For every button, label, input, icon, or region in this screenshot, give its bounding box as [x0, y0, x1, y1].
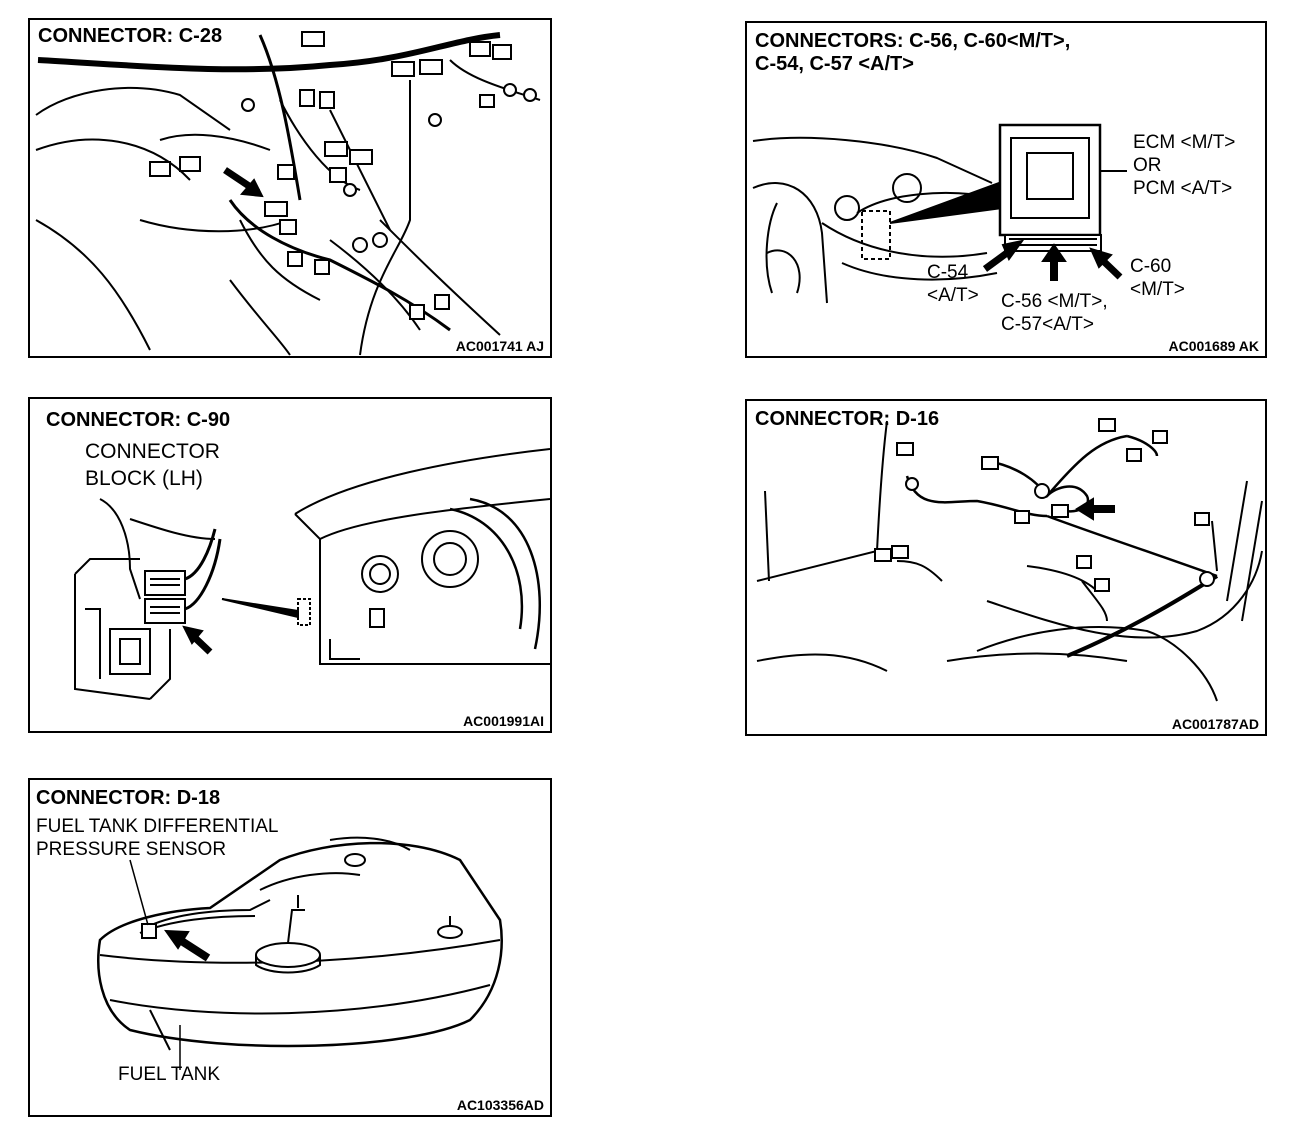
- panel-connector-c28: CONNECTOR: C-28 AC001741 AJ: [28, 18, 552, 358]
- sensor-label-line2: PRESSURE SENSOR: [36, 839, 227, 860]
- c60-label-line2: <M/T>: [1130, 279, 1185, 300]
- c60-label-line1: C-60: [1130, 256, 1172, 277]
- c54-label-line1: C-54: [927, 262, 969, 283]
- d16-title: CONNECTOR: D-16: [755, 408, 940, 430]
- sensor-label-line1: FUEL TANK DIFFERENTIAL: [36, 816, 279, 837]
- c56-label-line1: C-56 <M/T>,: [1001, 291, 1108, 312]
- d18-figure-code: AC103356AD: [456, 1097, 544, 1113]
- c28-figure-code: AC001741 AJ: [455, 338, 544, 354]
- d16-figure-code: AC001787AD: [1171, 716, 1259, 732]
- panel-connectors-c56-c60-c54-c57: CONNECTORS: C-56, C-60<M/T>, C-54, C-57 …: [745, 21, 1267, 358]
- c54-label-line2: <A/T>: [927, 285, 979, 306]
- panel-connector-c90: CONNECTOR: C-90 CONNECTOR BLOCK (LH) AC0…: [28, 397, 552, 733]
- d18-title: CONNECTOR: D-18: [36, 787, 221, 809]
- c56-title-line1: CONNECTORS: C-56, C-60<M/T>,: [755, 30, 1071, 52]
- ecm-pcm-illustration: [752, 123, 1127, 304]
- c28-wiring-illustration: [35, 31, 541, 356]
- ecm-label-line3: PCM <A/T>: [1133, 178, 1233, 199]
- ecm-label-line2: OR: [1133, 155, 1162, 176]
- c90-title: CONNECTOR: C-90: [46, 409, 231, 431]
- d16-harness-illustration: [756, 418, 1263, 702]
- fuel-tank-illustration: [97, 836, 503, 1070]
- panel-connector-d16: CONNECTOR: D-16 AC001787AD: [745, 399, 1267, 736]
- c90-figure-code: AC001991AI: [463, 713, 544, 729]
- fuel-tank-label: FUEL TANK: [118, 1064, 221, 1085]
- connector-block-label-line2: BLOCK (LH): [85, 467, 203, 490]
- c28-title: CONNECTOR: C-28: [38, 24, 225, 48]
- c90-connector-block-illustration: [74, 448, 550, 700]
- c56-label-line2: C-57<A/T>: [1001, 314, 1094, 335]
- c56-figure-code: AC001689 AK: [1168, 338, 1259, 354]
- ecm-label-line1: ECM <M/T>: [1133, 132, 1236, 153]
- c56-title-line2: C-54, C-57 <A/T>: [755, 53, 914, 75]
- panel-connector-d18: CONNECTOR: D-18 FUEL TANK DIFFERENTIAL P…: [28, 778, 552, 1117]
- connector-block-label-line1: CONNECTOR: [85, 440, 220, 463]
